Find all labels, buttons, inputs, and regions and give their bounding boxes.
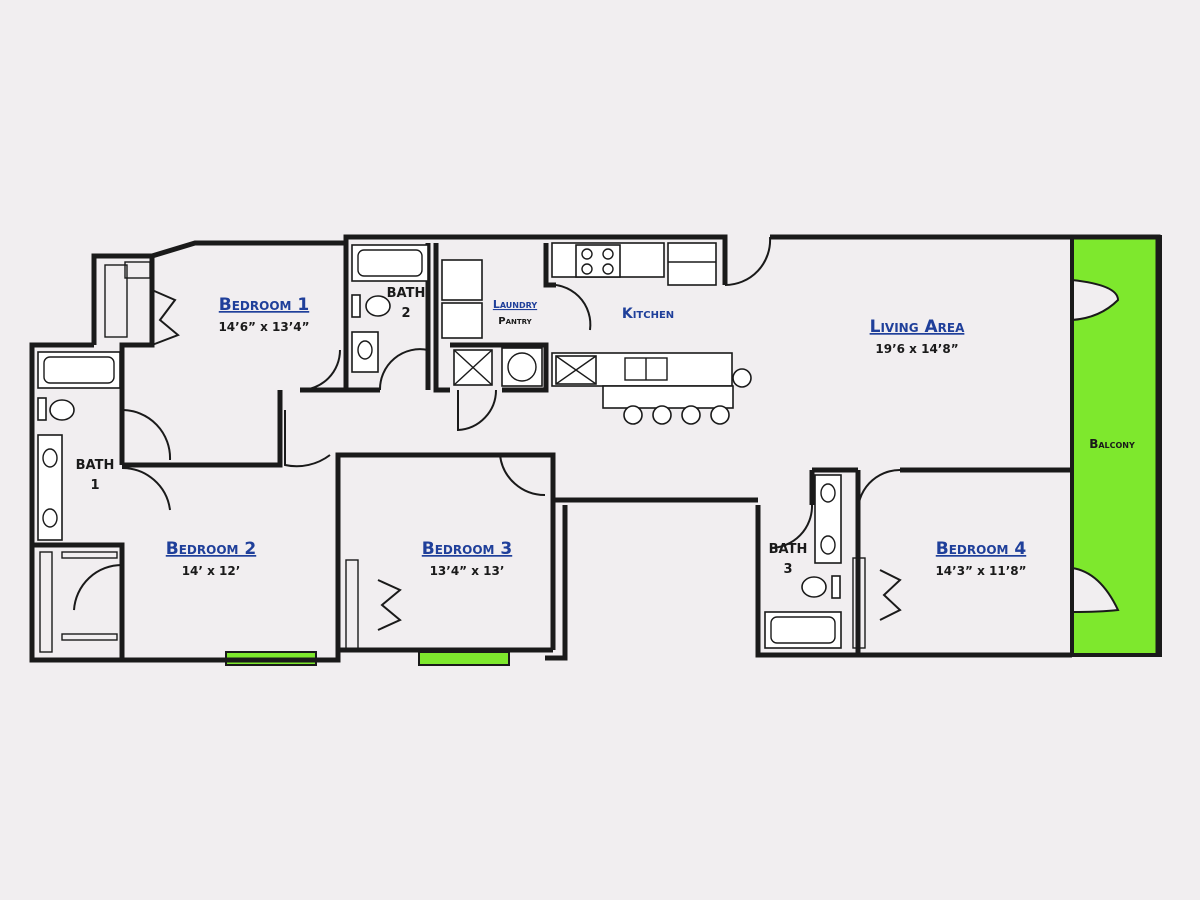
bath3-number: 3: [783, 562, 792, 577]
kitchen-name: Kitchen: [622, 306, 674, 322]
living-area-name: Living Area: [870, 317, 965, 337]
bath2-label: BATH: [387, 286, 426, 301]
door-swings: [73, 236, 902, 631]
bath1-number: 1: [90, 478, 99, 493]
bath3-label: BATH: [769, 542, 808, 557]
bath2-number: 2: [401, 306, 410, 321]
window-bedroom3: [418, 651, 510, 666]
bedroom2-dims: 14’ x 12’: [182, 564, 241, 578]
laundry-fixtures: [441, 259, 543, 387]
bedroom2-name: Bedroom 2: [166, 539, 256, 559]
bedroom1-dims: 14’6” x 13’4”: [218, 320, 309, 334]
room-labels: Bedroom 1 14’6” x 13’4” Bedroom 2 14’ x …: [76, 286, 1135, 578]
balcony: [1070, 235, 1162, 657]
bath3-fixtures: [764, 474, 842, 649]
balcony-name: Balcony: [1089, 437, 1135, 451]
closets: [39, 261, 866, 653]
bedroom3-name: Bedroom 3: [422, 539, 512, 559]
laundry-label: Laundry: [493, 298, 538, 311]
bath1-fixtures: [37, 351, 121, 541]
bath1-label: BATH: [76, 458, 115, 473]
bedroom4-dims: 14’3” x 11’8”: [935, 564, 1026, 578]
bedroom1-name: Bedroom 1: [219, 295, 309, 315]
pantry-label: Pantry: [498, 316, 532, 327]
bath2-fixtures: [351, 244, 429, 373]
bedroom3-dims: 13’4” x 13’: [430, 564, 505, 578]
kitchen-fixtures: [551, 242, 752, 425]
living-area-dims: 19’6 x 14’8”: [875, 342, 958, 356]
bedroom4-name: Bedroom 4: [936, 539, 1027, 559]
walls: [29, 234, 1161, 663]
